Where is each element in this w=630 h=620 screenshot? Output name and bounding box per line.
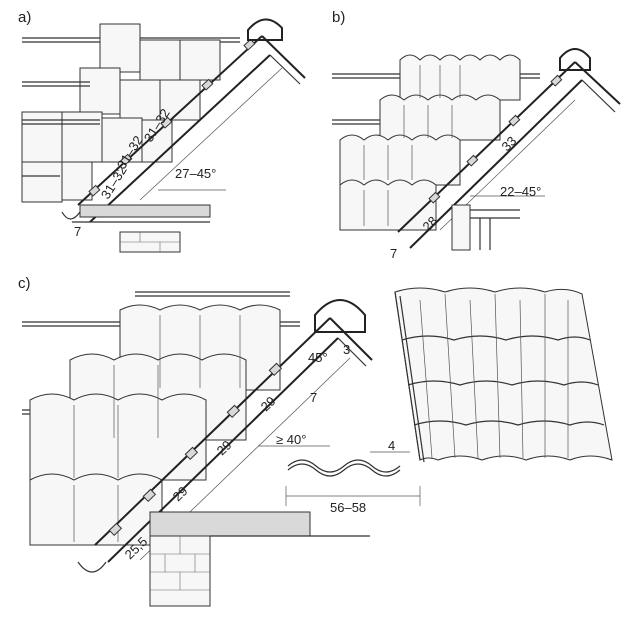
- panel-c-lath-low-label: 29: [170, 483, 191, 504]
- panel-a: a): [18, 9, 306, 253]
- panel-b-slope-label: 22–45°: [500, 184, 541, 199]
- panel-c-tile-profile: [285, 451, 421, 506]
- panel-b-interlocking-tiles: [332, 54, 540, 231]
- panel-a-flat-tiles: [21, 23, 240, 203]
- panel-b-roof-section: [397, 48, 621, 251]
- panel-b: b): [332, 9, 621, 261]
- panel-c-roof-section: [77, 299, 373, 607]
- panel-c-ridge-angle-label: 45°: [308, 350, 328, 365]
- panel-a-label: a): [18, 9, 31, 26]
- panel-c-width-label: 56–58: [330, 500, 366, 515]
- panel-b-lath-upper-label: 33: [499, 133, 520, 154]
- panel-b-label: b): [332, 9, 345, 26]
- panel-c-label: c): [18, 275, 31, 292]
- panel-c-lath-top-label: 29: [258, 393, 279, 414]
- panel-c-slope-label: ≥ 40°: [276, 432, 306, 447]
- panel-a-eave-label: 7: [74, 224, 81, 239]
- panel-a-slope-label: 27–45°: [175, 166, 216, 181]
- panel-c-ridge-gap-label: 3: [343, 342, 350, 357]
- panel-c: c): [18, 275, 613, 607]
- panel-a-roof-section: [61, 18, 306, 253]
- panel-c-pantiles: [22, 291, 300, 546]
- panel-c-profile-depth-label: 4: [388, 438, 395, 453]
- panel-c-gap-side-label: 7: [310, 390, 317, 405]
- panel-b-eave-label: 7: [390, 246, 397, 261]
- panel-c-perspective-roof: [394, 287, 613, 463]
